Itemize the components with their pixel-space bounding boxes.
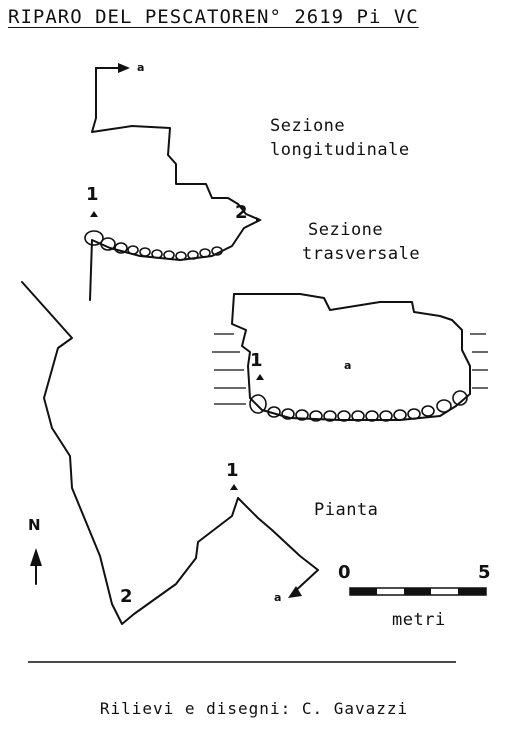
plan-point-1: 1	[226, 460, 239, 481]
plan-outline	[21, 281, 319, 625]
plan-point-2: 2	[120, 586, 133, 607]
longitudinal-point-1: 1	[86, 184, 99, 205]
scale-unit: metri	[392, 610, 446, 630]
arrow-heads	[30, 63, 302, 598]
plan-title: Pianta	[314, 500, 379, 520]
longitudinal-point-2: 2	[235, 202, 248, 223]
longitudinal-title-2: longitudinale	[270, 140, 410, 160]
longitudinal-arrow-label: a	[137, 61, 145, 74]
credits: Rilievi e disegni: C. Gavazzi	[99, 699, 409, 718]
transverse-boulders	[249, 390, 468, 422]
plan-arrow-label: a	[274, 591, 282, 604]
longitudinal-boulders	[84, 230, 223, 261]
transverse-title-1: Sezione	[308, 220, 384, 240]
transverse-outline	[231, 293, 471, 421]
station-markers	[90, 211, 264, 490]
longitudinal-title-1: Sezione	[270, 116, 346, 136]
scale-max: 5	[478, 562, 491, 583]
transverse-rock-hatching	[212, 333, 488, 405]
scale-min: 0	[338, 562, 351, 583]
longitudinal-outline	[89, 67, 261, 301]
transverse-center-label: a	[344, 359, 352, 372]
cave-code: N° 2619 Pi VC	[257, 6, 419, 28]
transverse-point-1: 1	[250, 350, 263, 371]
scale-bar-graphic	[349, 587, 487, 596]
transverse-title-2: trasversale	[302, 244, 421, 264]
cave-name: RIPARO DEL PESCATORE	[8, 6, 257, 28]
north-label: N	[28, 516, 41, 534]
